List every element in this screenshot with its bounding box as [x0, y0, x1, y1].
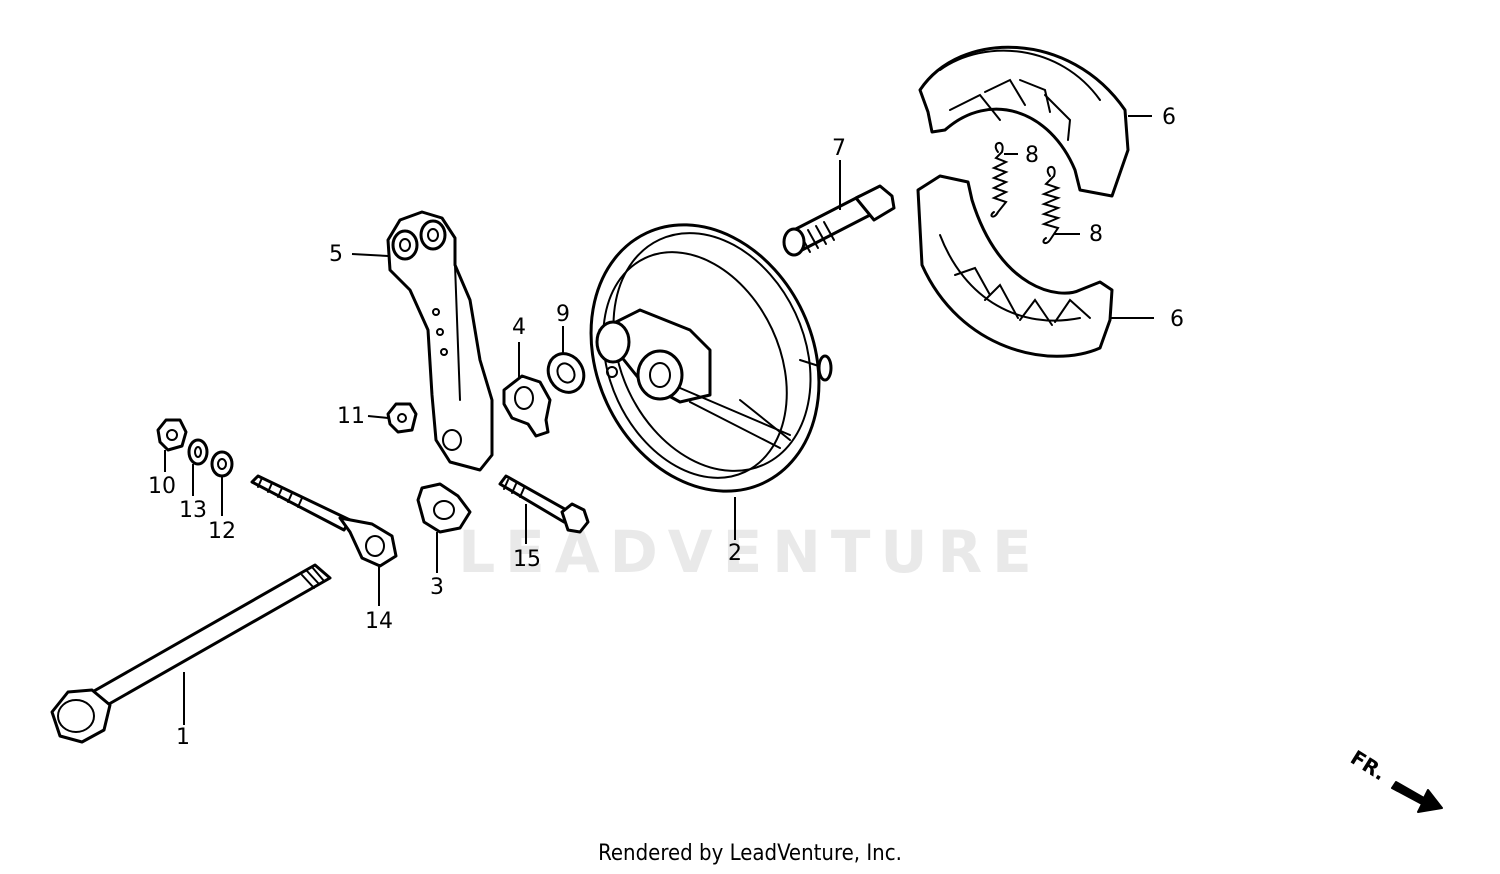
leader-11 [367, 415, 389, 419]
part-felt-seal[interactable] [541, 347, 590, 399]
watermark-text: LEADVENTURE [458, 518, 1042, 586]
callout-2[interactable]: 2 [728, 541, 742, 566]
front-label: FR. [1346, 745, 1390, 785]
part-axle-bolt[interactable] [50, 563, 332, 744]
part-nut[interactable] [156, 418, 188, 452]
part-adjusting-rod[interactable] [250, 474, 398, 568]
callout-6-lower[interactable]: 6 [1170, 307, 1184, 332]
callout-3[interactable]: 3 [430, 575, 444, 600]
callout-9[interactable]: 9 [556, 302, 570, 327]
callout-11[interactable]: 11 [337, 404, 365, 429]
callout-7[interactable]: 7 [832, 136, 846, 161]
callout-12[interactable]: 12 [208, 519, 236, 544]
footer-credit: Rendered by LeadVenture, Inc. [598, 841, 902, 866]
callout-10[interactable]: 10 [148, 474, 176, 499]
part-brake-panel[interactable] [549, 187, 861, 528]
callout-8-lower[interactable]: 8 [1089, 222, 1103, 247]
part-spring-lower[interactable] [1041, 166, 1061, 245]
part-flange-nut[interactable] [386, 402, 418, 434]
callouts: 1 2 3 4 5 6 6 7 8 8 9 10 11 12 13 14 15 [148, 105, 1184, 750]
part-brake-shoe-upper[interactable] [918, 45, 1130, 198]
part-brake-cam[interactable] [782, 184, 896, 257]
callout-5[interactable]: 5 [329, 242, 343, 267]
leader-lines [164, 115, 1154, 725]
part-washer[interactable] [210, 450, 234, 478]
callout-15[interactable]: 15 [513, 547, 541, 572]
part-stopper-plate[interactable] [416, 482, 472, 534]
front-arrow-icon [1391, 781, 1443, 813]
callout-14[interactable]: 14 [365, 609, 393, 634]
callout-1[interactable]: 1 [176, 725, 190, 750]
part-flange-bolt[interactable] [498, 474, 590, 534]
part-brake-shoe-lower[interactable] [916, 174, 1114, 358]
callout-6-upper[interactable]: 6 [1162, 105, 1176, 130]
callout-8-upper[interactable]: 8 [1025, 143, 1039, 168]
front-direction-indicator: FR. [1346, 745, 1443, 813]
part-brake-arm[interactable] [386, 210, 494, 472]
callout-13[interactable]: 13 [179, 498, 207, 523]
part-indicator-plate[interactable] [502, 374, 552, 438]
callout-4[interactable]: 4 [512, 315, 526, 340]
part-spring-washer[interactable] [187, 438, 209, 466]
part-spring-upper[interactable] [990, 142, 1009, 218]
leader-5 [351, 253, 389, 257]
